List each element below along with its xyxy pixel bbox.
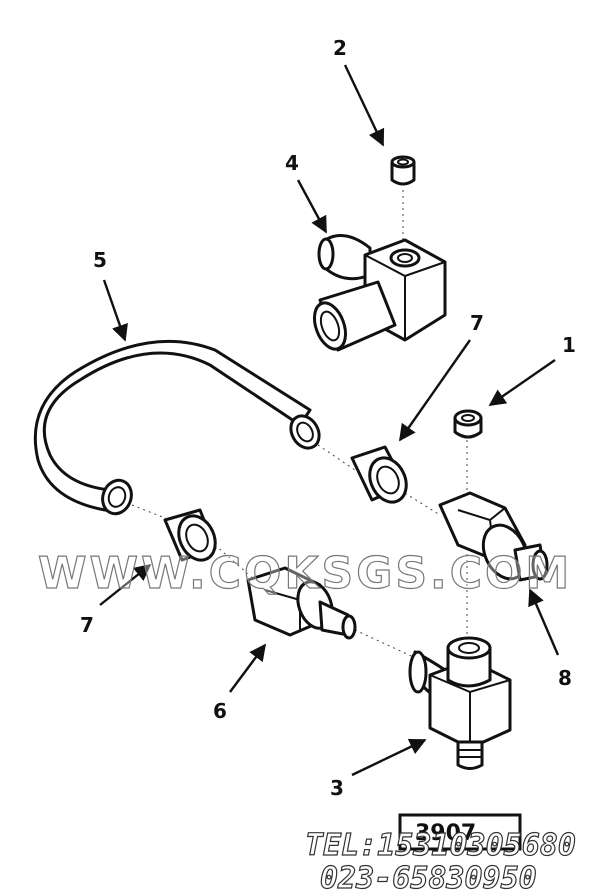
contact-tel: TEL:15310305680 — [305, 828, 576, 863]
part-7-sleeve-upper — [350, 445, 408, 504]
callout-7-upper: 7 — [470, 311, 484, 335]
part-2-plug — [390, 155, 416, 186]
part-8-connector — [438, 491, 549, 582]
callout-8: 8 — [558, 666, 572, 690]
part-4-elbow-union — [312, 234, 447, 352]
assembly-centerlines — [131, 190, 468, 661]
reference-code: 3907 — [415, 821, 476, 846]
part-5-bent-tube — [33, 339, 321, 516]
callout-1: 1 — [562, 333, 576, 357]
callout-3: 3 — [330, 776, 344, 800]
callout-2: 2 — [333, 36, 347, 60]
watermark-text: WWW.CQKSGS.COM — [38, 548, 572, 599]
contact-phone2: 023-65830950 — [320, 861, 537, 895]
callout-7-lower: 7 — [80, 613, 94, 637]
callout-5: 5 — [93, 248, 107, 272]
callout-labels: 2 4 5 7 1 7 8 6 3 — [80, 36, 576, 800]
part-3-tee-fitting — [408, 636, 512, 770]
part-6-connector — [246, 566, 357, 640]
reference-box: 3907 — [398, 813, 522, 851]
part-7-sleeve-lower — [163, 508, 217, 562]
callout-6: 6 — [213, 699, 227, 723]
callout-4: 4 — [285, 151, 299, 175]
callout-arrows — [99, 64, 560, 777]
part-1-plug — [453, 409, 483, 439]
